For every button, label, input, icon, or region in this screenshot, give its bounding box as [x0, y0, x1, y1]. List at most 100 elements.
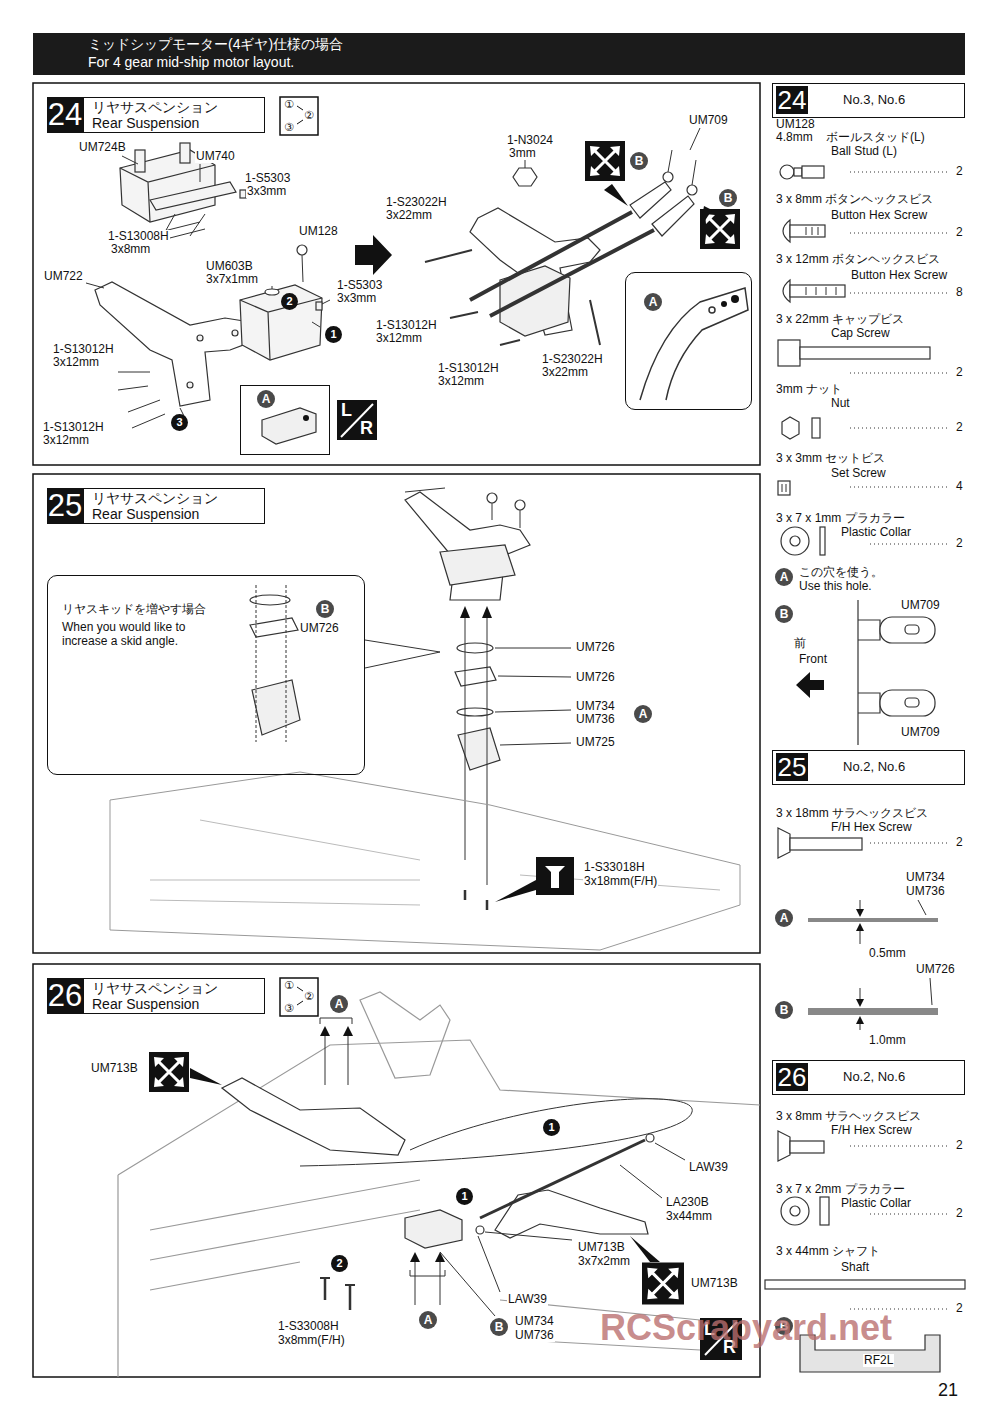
- illustration-path: [806, 287, 836, 295]
- illustration-path: [365, 640, 440, 668]
- illustration-g: [640, 288, 748, 400]
- order-number: ②: [304, 990, 314, 1002]
- part-label: 3x3mm: [336, 292, 377, 305]
- illustration-rect: [880, 617, 935, 643]
- node-text: No.2, No.6: [843, 1069, 905, 1084]
- illustration-path: [630, 1236, 660, 1262]
- illustration-rect: [135, 150, 145, 172]
- part-label: Cap Screw: [830, 327, 891, 340]
- illustration-path: [320, 1018, 352, 1024]
- part-label: UM724B: [78, 141, 127, 154]
- node-text: Rear Suspension: [92, 506, 256, 522]
- illustration-path: [640, 288, 748, 400]
- illustration-g: [405, 492, 530, 770]
- part-label: UM709: [688, 114, 729, 127]
- part-label: 1-S23022H: [541, 353, 604, 366]
- part-label: F/H Hex Screw: [830, 1124, 913, 1137]
- reference-letter: A: [634, 705, 652, 723]
- illustration-g: [86, 156, 330, 428]
- step-title: リヤサスペンションRear Suspension: [83, 978, 265, 1014]
- part-label: LAW39: [688, 1161, 729, 1174]
- illustration-rect: [536, 857, 574, 895]
- part-label: UM709: [900, 599, 941, 612]
- illustration-g: [425, 128, 700, 345]
- part-label: 3 x 7 x 1mm プラカラー: [775, 512, 906, 525]
- illustration-g: [470, 168, 697, 336]
- part-label: UM734: [905, 871, 946, 884]
- part-label: UM603B: [205, 260, 254, 273]
- node-text: No.2, No.6: [843, 759, 905, 774]
- step-title: リヤサスペンションRear Suspension: [83, 97, 265, 133]
- part-label: UM736: [905, 885, 946, 898]
- part-label: Front: [798, 653, 828, 666]
- illustration-path: [918, 900, 932, 1005]
- part-label: 3x8mm: [110, 243, 151, 256]
- part-label: Nut: [830, 397, 851, 410]
- header-band: ミッドシップモーター(4ギヤ)仕様の場合For 4 gear mid-ship …: [33, 33, 965, 75]
- illustration-path: [360, 992, 450, 1078]
- illustration-path: [320, 1278, 355, 1285]
- illustration-circle: [663, 172, 673, 182]
- reference-letter: A: [644, 293, 662, 311]
- illustration-rect: [280, 978, 318, 1016]
- illustration-path: [297, 106, 303, 124]
- illustration-rect: [800, 347, 930, 359]
- step-number: 25: [47, 488, 83, 524]
- illustration-polygon: [355, 235, 392, 275]
- illustration-circle: [515, 500, 525, 510]
- part-label: Use this hole.: [798, 580, 873, 593]
- part-label: 2: [955, 1207, 964, 1220]
- illustration-rect: [794, 168, 802, 176]
- part-label: UM709: [900, 726, 941, 739]
- illustration-path: [782, 484, 786, 492]
- illustration-path: [110, 772, 740, 950]
- illustration-path: [302, 255, 303, 282]
- part-label: 1-S13012H: [52, 343, 115, 356]
- detail-inset: A: [240, 385, 330, 455]
- parts-header: 26No.2, No.6: [772, 1060, 965, 1095]
- part-label: 前: [793, 637, 807, 650]
- illustration-path: [806, 227, 818, 235]
- illustration-path: [545, 866, 565, 888]
- illustration-polygon: [856, 923, 864, 931]
- illustration-rect: [765, 1280, 965, 1289]
- illustration-path: [118, 372, 165, 428]
- detail-inset: A: [625, 272, 752, 410]
- illustration-path: [470, 212, 654, 316]
- part-label: UM726: [575, 671, 616, 684]
- illustration-g: [222, 1078, 654, 1248]
- step-number: 26: [47, 978, 83, 1014]
- part-label: 3x22mm: [541, 366, 589, 379]
- part-label: UM713B: [690, 1277, 739, 1290]
- part-label: 3x22mm: [385, 209, 433, 222]
- illustration-rect: [880, 690, 935, 716]
- node-text: No.3, No.6: [843, 92, 905, 107]
- page-number: 21: [938, 1380, 958, 1400]
- illustration-circle: [790, 1206, 800, 1216]
- part-label: 2: [955, 226, 964, 239]
- illustration-polygon: [782, 417, 799, 439]
- watermark: RCScrapyard.net: [600, 1308, 892, 1348]
- part-label: ボールスタッド(L): [825, 131, 926, 144]
- part-label: 0.5mm: [868, 947, 907, 960]
- part-label: 3 x 18mm サラヘックスビス: [775, 807, 929, 820]
- part-label: 1-S23022H: [385, 196, 448, 209]
- reference-letter: A: [257, 390, 275, 408]
- illustration-circle: [487, 493, 497, 503]
- part-label: 1-S5303: [336, 279, 383, 292]
- node-text: For 4 gear mid-ship motor layout.: [88, 54, 294, 71]
- reference-letter: A: [775, 909, 793, 927]
- illustration-ellipse: [457, 708, 493, 716]
- node-text: リヤサスペンション: [92, 980, 256, 996]
- callout-number: 2: [281, 293, 298, 310]
- reference-letter: A: [330, 995, 348, 1013]
- illustration-path: [525, 160, 526, 168]
- illustration-polygon: [320, 1026, 330, 1036]
- reference-letter: B: [775, 1001, 793, 1019]
- part-label: Set Screw: [830, 467, 887, 480]
- part-label: 3x8mm(F/H): [277, 1334, 346, 1347]
- illustration-path: [440, 545, 515, 585]
- callout-number: 1: [456, 1188, 473, 1205]
- illustration-polygon: [856, 1016, 864, 1024]
